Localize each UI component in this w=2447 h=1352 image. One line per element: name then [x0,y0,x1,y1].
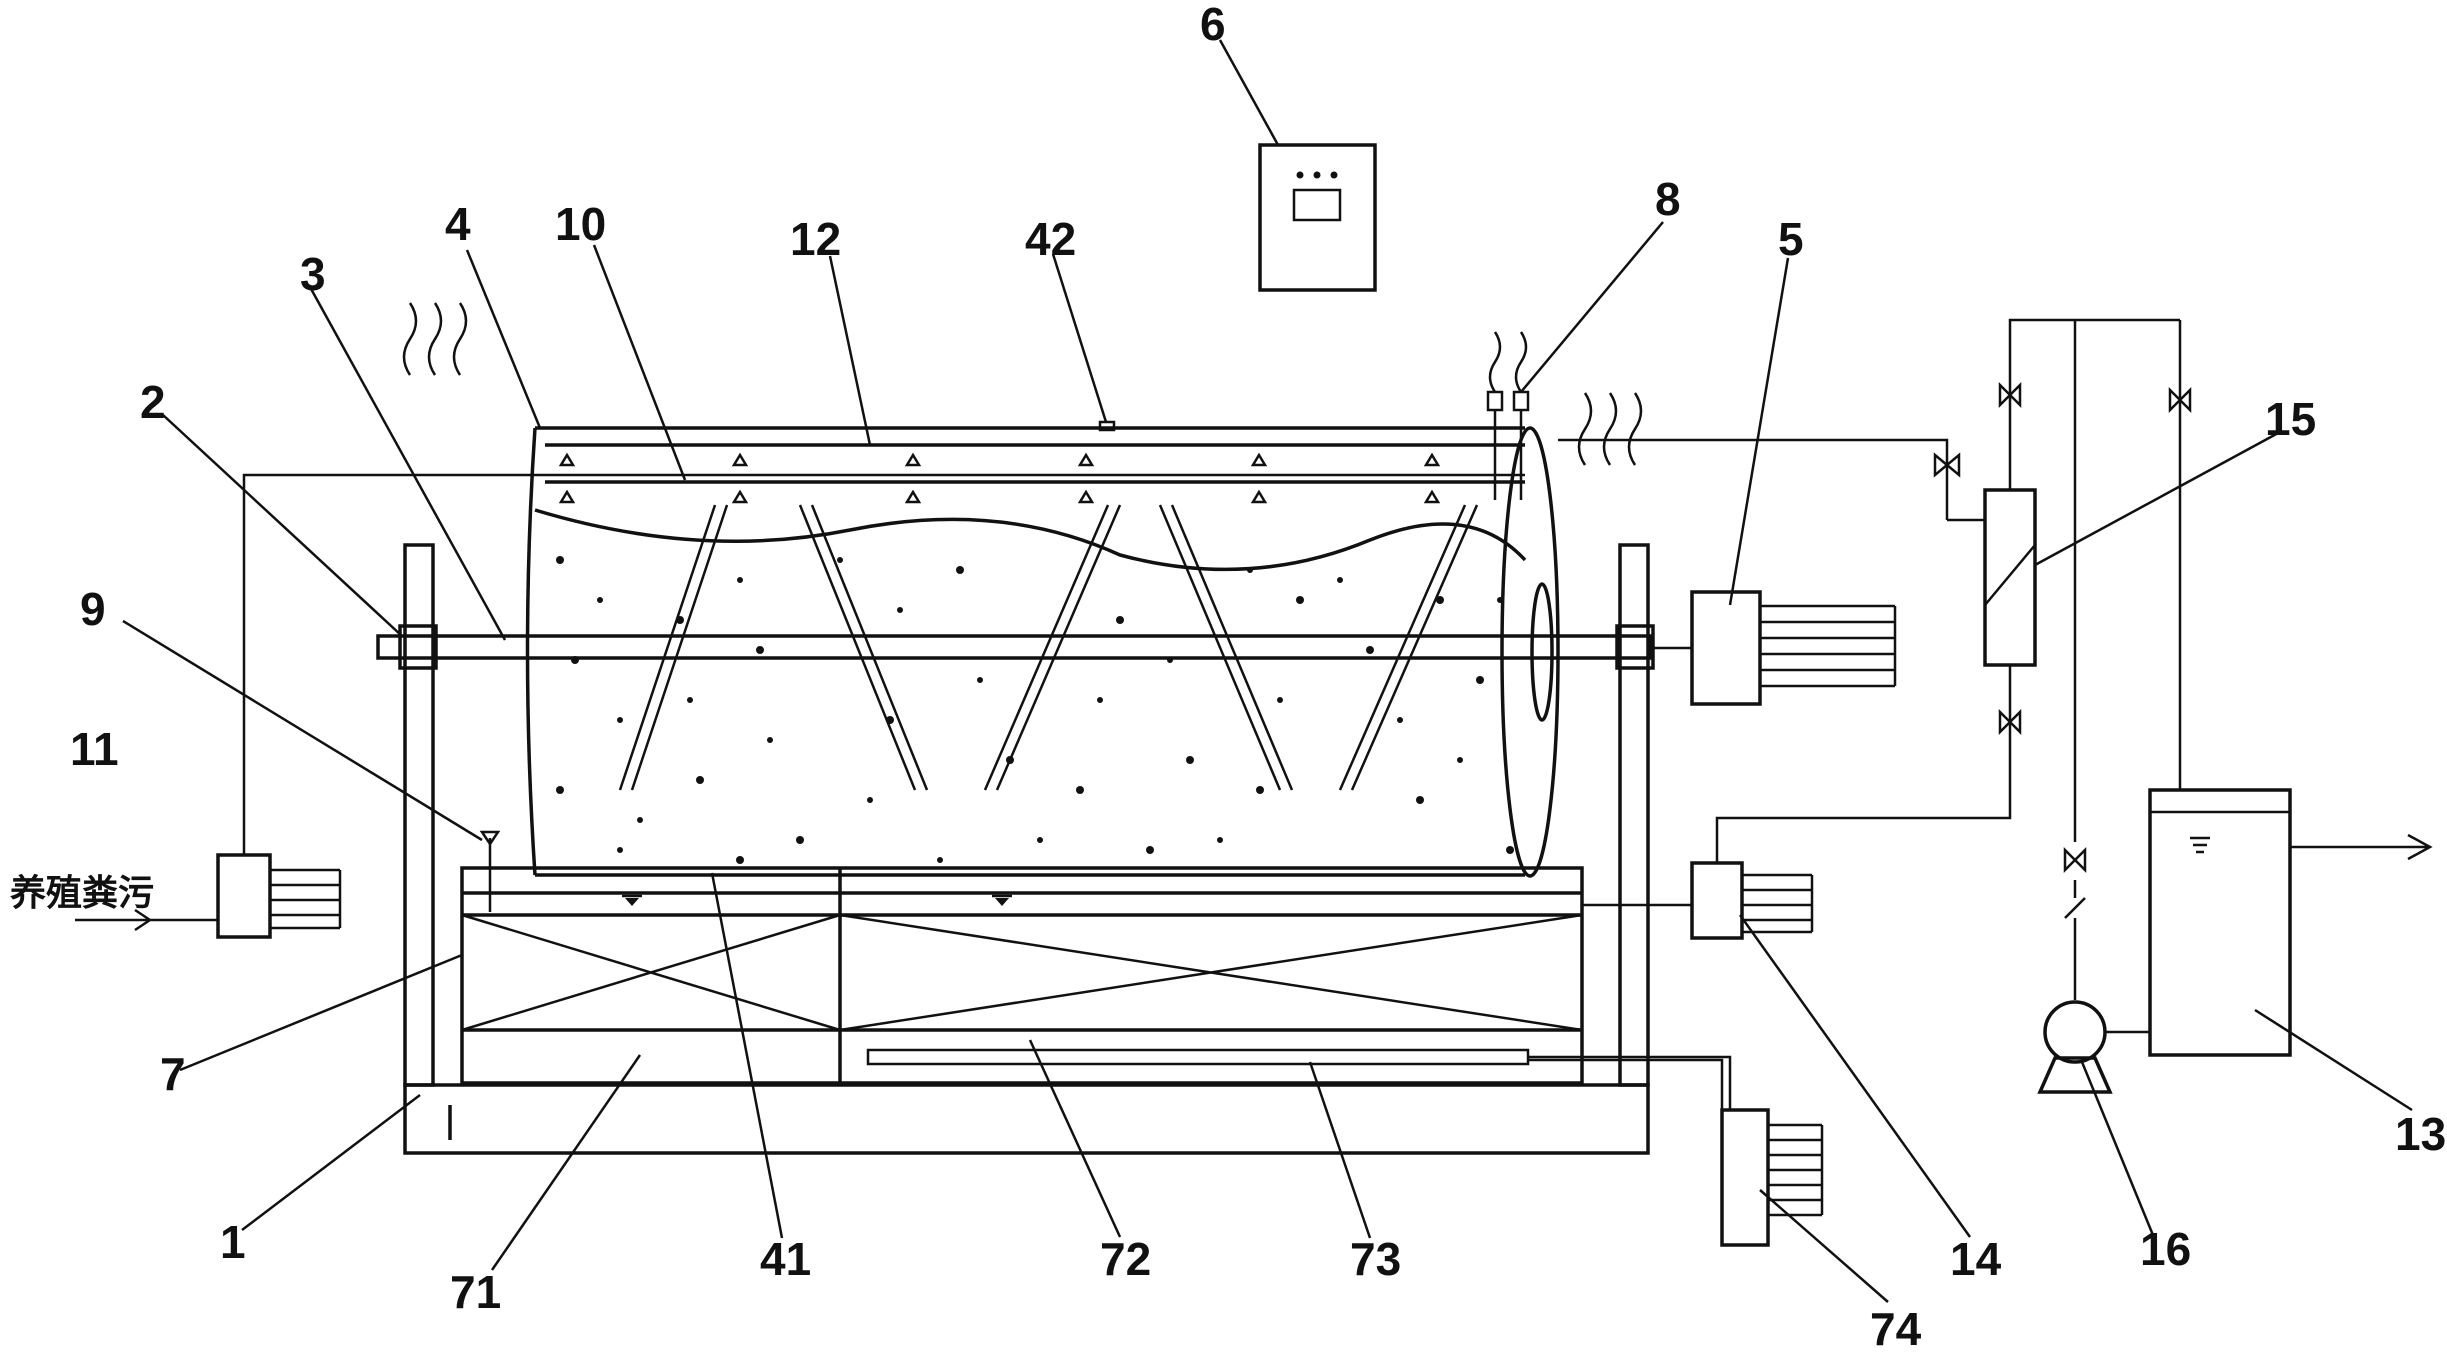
leachate-tank [460,830,1732,1110]
label-10: 10 [555,198,606,250]
label-9: 9 [80,583,106,635]
label-71: 71 [450,1266,501,1318]
label-16: 16 [2140,1223,2191,1275]
control-cabinet [1258,143,1377,292]
inlet-label: 养殖粪污 [10,872,154,914]
label-42: 42 [1025,213,1076,265]
leachate-pump [1582,752,2012,940]
rotating-drum [525,420,1560,878]
label-4: 4 [445,198,471,250]
label-73: 73 [1350,1233,1401,1285]
label-74: 74 [1870,1303,1922,1352]
feed-pump [75,473,1525,939]
spray-nozzles [558,452,1441,504]
main-shaft [376,624,1655,670]
label-5: 5 [1778,213,1804,265]
temperature-sensors [1486,331,1530,500]
label-1: 1 [220,1216,246,1268]
label-8: 8 [1655,173,1681,225]
label-3: 3 [300,248,326,300]
compost-particles [556,556,1514,864]
label-15: 15 [2265,393,2316,445]
label-13: 13 [2395,1108,2446,1160]
drive-motor [1650,590,1897,706]
label-72: 72 [1100,1233,1151,1285]
water-tank [2148,788,2433,1057]
circulation-pump [2037,1000,2150,1094]
label-7: 7 [160,1048,186,1100]
label-6: 6 [1200,0,1226,50]
gas-piping [1558,318,2192,1000]
aeration-blower [1720,1108,1824,1247]
label-12: 12 [790,213,841,265]
label-2: 2 [140,376,166,428]
label-14: 14 [1950,1233,2002,1285]
heat-waves [402,302,1643,466]
support-frame [403,543,1650,1155]
leader-lines [122,39,2413,1303]
helical-blades [618,504,1479,791]
part-labels: 6 8 5 4 10 12 42 3 2 9 15 11 养殖粪污 7 1 71… [10,0,2446,1352]
label-41: 41 [760,1233,811,1285]
label-11: 11 [70,723,119,775]
